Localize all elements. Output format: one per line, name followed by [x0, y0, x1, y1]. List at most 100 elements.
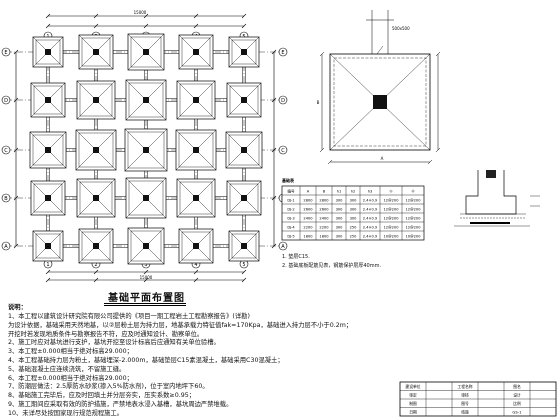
dim-tick: [93, 269, 99, 275]
dim-tick: [93, 13, 99, 19]
table-header-cell: A: [307, 189, 310, 193]
note-line: 10、未详尽处按国家现行规范规程施工。: [8, 409, 124, 417]
table-header-cell: 编号: [287, 188, 295, 193]
table-cell: 12@200: [383, 198, 399, 202]
dim-tick: [241, 269, 247, 275]
dim-tick: [193, 13, 199, 19]
dim-text-top: 15000: [134, 10, 147, 15]
axis-label-bottom: 5: [242, 262, 245, 268]
table-cell: DJ-3: [287, 216, 294, 220]
table-cell: 300: [336, 216, 344, 220]
table-cell: DJ-2: [287, 207, 294, 211]
table-cell: 10@200: [383, 234, 399, 238]
table-cell: 300: [336, 234, 344, 238]
table-cell: 2800: [303, 198, 313, 202]
table-cell: 12@200: [405, 198, 421, 202]
dim-tick: [193, 277, 199, 283]
isolated-footing: [76, 178, 116, 218]
dim-tick: [143, 277, 149, 283]
isolated-footing: [30, 82, 66, 118]
note-line: 开挖时若发现地质条件与勘察报告不符，应及时通知设计、勘察单位。: [8, 330, 204, 338]
title-block-cell: 审核: [461, 393, 469, 398]
dim-tick: [13, 97, 19, 103]
footing-step: [81, 231, 111, 261]
table-cell: 12@200: [405, 225, 421, 229]
footing-step: [128, 82, 164, 118]
footing-step: [35, 233, 61, 259]
axis-label-right: E: [281, 50, 284, 56]
dim-tick: [93, 277, 99, 283]
table-header-cell: h2: [351, 189, 356, 193]
title-underline: [104, 303, 186, 304]
footing-step: [130, 230, 162, 262]
table-cell: 250: [350, 225, 358, 229]
table-cell: 12@200: [383, 225, 399, 229]
table-cell: 10@200: [405, 234, 421, 238]
title-underline-2: [104, 305, 186, 306]
column: [193, 97, 199, 103]
title-block-cell: 建设单位: [405, 384, 420, 389]
column: [193, 243, 199, 249]
isolated-footing: [176, 178, 216, 218]
title-block-cell: 工程名称: [457, 384, 472, 389]
column: [143, 195, 149, 201]
dim-tick: [13, 195, 19, 201]
isolated-footing: [32, 230, 64, 262]
note-line: 8、基础施工完毕后，应及时回填土并分层夯实，压实系数≥0.95；: [8, 392, 196, 400]
table-cell: 250: [350, 234, 358, 238]
table-header-cell: ①: [389, 189, 392, 193]
isolated-footing: [124, 128, 168, 172]
table-header-cell: B: [323, 189, 326, 193]
column: [143, 49, 149, 55]
footing-step: [128, 180, 164, 216]
table-note-1: 1. 垫层C15.: [282, 254, 310, 260]
column: [193, 49, 199, 55]
axis-label-right: D: [281, 98, 285, 104]
axis-label-bottom: 2: [94, 262, 97, 268]
isolated-footing: [127, 33, 165, 71]
footing-step: [179, 83, 213, 117]
plan-title: 基础平面布置图: [108, 293, 185, 304]
dim-tick: [435, 51, 441, 57]
axis-bubble-left: [1, 145, 11, 155]
column: [241, 97, 247, 103]
title-block-cell: 结施: [461, 410, 469, 415]
title-block-cell: 设计: [513, 393, 521, 398]
column: [45, 49, 51, 55]
isolated-footing: [125, 79, 167, 121]
table-cell: 2600: [319, 207, 329, 211]
table-header-cell: ②: [411, 189, 414, 193]
note-line: 为设计依据，基础采用天然地基，以②层粉土层为持力层，地基承载力特征值fak=17…: [8, 321, 353, 329]
title-block-cell: 审定: [409, 393, 417, 398]
axis-bubble-left: [1, 95, 11, 105]
table-cell: 2200: [303, 225, 313, 229]
note-line: 9、施工期间应采取有效的防护措施，严禁地表水浸入基槽，基坑周边严禁堆载。: [8, 401, 233, 408]
footing-step: [32, 134, 64, 166]
footing-step: [179, 181, 213, 215]
note-line: 6、本工程±0.000相当于绝对标高29.000；: [8, 374, 133, 382]
column: [45, 195, 51, 201]
dim-tick: [327, 159, 333, 165]
isolated-footing: [176, 80, 216, 120]
section-detail: [454, 170, 540, 227]
title-block-cell: GS-1: [512, 410, 522, 415]
isolated-footing: [30, 180, 66, 216]
footing-step: [35, 39, 61, 65]
note-line: 5、基础混凝土应连续浇筑，不留施工缝。: [8, 365, 126, 373]
notes-heading: 说明：: [8, 304, 27, 311]
footing-step: [181, 231, 211, 261]
axis-label-left: C: [4, 148, 8, 154]
column: [93, 243, 99, 249]
column: [241, 49, 247, 55]
axis-bubble-left: [1, 47, 11, 57]
dim-tick: [13, 147, 19, 153]
table-cell: 300: [350, 207, 358, 211]
axis-label-right: A: [281, 244, 285, 250]
footing-step: [33, 183, 63, 213]
isolated-footing: [29, 131, 67, 169]
table-cell: 12@200: [405, 207, 421, 211]
foundation-plan: 15000150001122334455EEDDCCBBAA: [1, 10, 288, 283]
axis-bubble-left: [1, 193, 11, 203]
table-cell: 2.4×0.9: [363, 216, 378, 220]
